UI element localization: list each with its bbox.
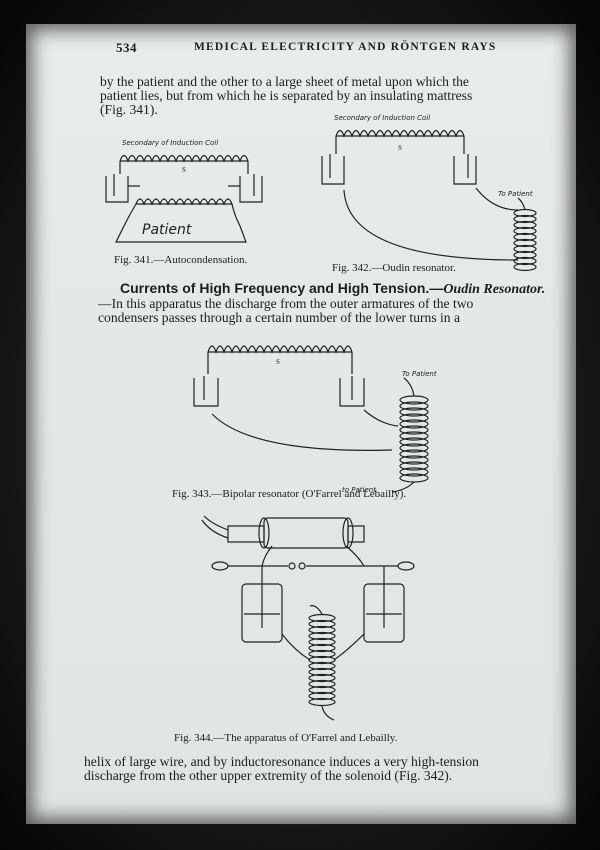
fig-344-caption: Fig. 344.—The apparatus of O'Farrel and … (174, 732, 398, 744)
closing-line-2: discharge from the other upper extremity… (84, 768, 453, 783)
section-heading: Currents of High Frequency and High Tens… (120, 280, 545, 298)
fig-342-s-label: S (398, 144, 402, 152)
fig-342-condensers (321, 154, 519, 261)
fig-341-coil-label: Secondary of Induction Coil (122, 139, 218, 147)
fig-342-caption: Fig. 342.—Oudin resonator. (332, 262, 456, 274)
closing-line-1: helix of large wire, and by inductoreson… (84, 754, 479, 769)
fig-343-diagram: S To Patient to Patient (193, 345, 437, 494)
section-heading-italic: Oudin Resonator. (443, 282, 546, 297)
book-page: 534 MEDICAL ELECTRICITY AND RÖNTGEN RAYS… (26, 24, 576, 824)
fig-341-condensers (105, 174, 263, 203)
fig-344-diagram (201, 515, 415, 721)
fig-343-secondary-coil (207, 345, 353, 374)
fig-341-diagram: Secondary of Induction Coil S Patient (105, 139, 263, 243)
fig-342-secondary-coil (335, 129, 465, 154)
section-line-1: —In this apparatus the discharge from th… (98, 296, 474, 311)
page-number: 534 (116, 40, 137, 55)
fig-344-resonator-helix (281, 605, 365, 721)
fig-341-secondary-coil (119, 154, 249, 174)
intro-line-2: patient lies, but from which he is separ… (100, 88, 473, 103)
fig-342-patient-label: To Patient (498, 190, 533, 198)
fig-341-caption: Fig. 341.—Autocondensation. (114, 254, 248, 266)
fig-341-patient-couch (115, 198, 247, 243)
intro-line-3: (Fig. 341). (100, 102, 158, 117)
fig-343-condensers (193, 376, 399, 451)
fig-343-top-patient-label: To Patient (402, 370, 437, 378)
fig-342-resonator-helix (513, 197, 537, 272)
fig-344-induction-coil (201, 515, 365, 549)
fig-343-caption: Fig. 343.—Bipolar resonator (O'Farrel an… (172, 488, 407, 500)
section-heading-bold: Currents of High Frequency and High Tens… (120, 280, 444, 296)
fig-341-s-label: S (182, 166, 186, 174)
intro-line-1: by the patient and the other to a large … (100, 74, 469, 89)
fig-344-leyden-jars (241, 566, 405, 643)
fig-342-diagram: Secondary of Induction Coil S (321, 114, 537, 272)
fig-343-resonator-helix (391, 377, 429, 493)
fig-344-spark-gap (211, 545, 415, 571)
section-line-2: condensers passes through a certain numb… (98, 310, 461, 325)
fig-343-bottom-patient-label: to Patient (342, 486, 376, 494)
fig-342-coil-label: Secondary of Induction Coil (334, 114, 430, 122)
fig-341-patient-label: Patient (142, 222, 192, 238)
running-title: MEDICAL ELECTRICITY AND RÖNTGEN RAYS (194, 41, 497, 53)
fig-343-s-label: S (276, 358, 280, 366)
